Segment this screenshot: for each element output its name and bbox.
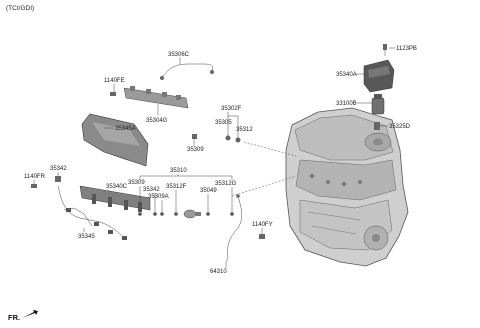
fuel-rail-35304G — [123, 86, 189, 109]
clip-35309-top — [192, 134, 197, 139]
hose-64310 — [225, 194, 242, 263]
bolt-1140FY — [259, 234, 265, 239]
label-35049: 35049 — [200, 188, 217, 194]
bolt-1123PB — [383, 44, 387, 56]
label-35312F: 35312F — [166, 184, 187, 190]
label-35342-mid: 35342 — [143, 187, 160, 193]
label-35312G: 35312G — [215, 181, 237, 187]
injector-parts — [138, 209, 234, 219]
variant-label: (TCI/GDI) — [6, 5, 34, 12]
sensor-33100B — [371, 94, 385, 115]
manifold-35345A — [81, 113, 149, 167]
front-direction-label: FR. — [8, 313, 20, 322]
label-35305: 35305 — [215, 120, 232, 126]
label-1140FE: 1140FE — [104, 78, 125, 84]
label-35306C: 35306C — [168, 52, 190, 58]
label-1140FY: 1140FY — [252, 222, 273, 228]
label-35309A: 35309A — [148, 194, 169, 200]
label-35325D: 35325D — [389, 124, 411, 130]
label-35310: 35310 — [170, 168, 187, 174]
label-35345: 35345 — [78, 234, 95, 240]
label-35304G: 35304G — [146, 118, 168, 124]
label-35312: 35312 — [236, 127, 253, 133]
label-35340C: 35340C — [106, 184, 128, 190]
sensor-35302F — [225, 135, 241, 143]
label-35302F: 35302F — [221, 106, 242, 112]
label-35309-mid: 35309 — [128, 180, 145, 186]
front-arrow-icon — [22, 310, 38, 318]
engine-block — [285, 107, 409, 267]
label-33100B: 33100B — [336, 101, 357, 107]
sensor-35325D — [374, 122, 380, 130]
wiring-harness-35345 — [57, 185, 127, 240]
label-1123PB: 1123PB — [396, 46, 417, 52]
bolt-1140FR — [31, 184, 37, 188]
label-35309-top: 35309 — [187, 147, 204, 153]
bolt-1140FE — [110, 92, 116, 96]
label-1140FR: 1140FR — [24, 174, 46, 180]
label-35342-left: 35342 — [50, 166, 67, 172]
label-64310: 64310 — [210, 269, 227, 275]
fuel-line-35306C — [160, 63, 214, 80]
label-35340A: 35340A — [336, 72, 357, 78]
label-35345A: 35345A — [115, 126, 136, 132]
cover-35340A — [363, 59, 395, 93]
clip-35342-left — [55, 176, 61, 182]
